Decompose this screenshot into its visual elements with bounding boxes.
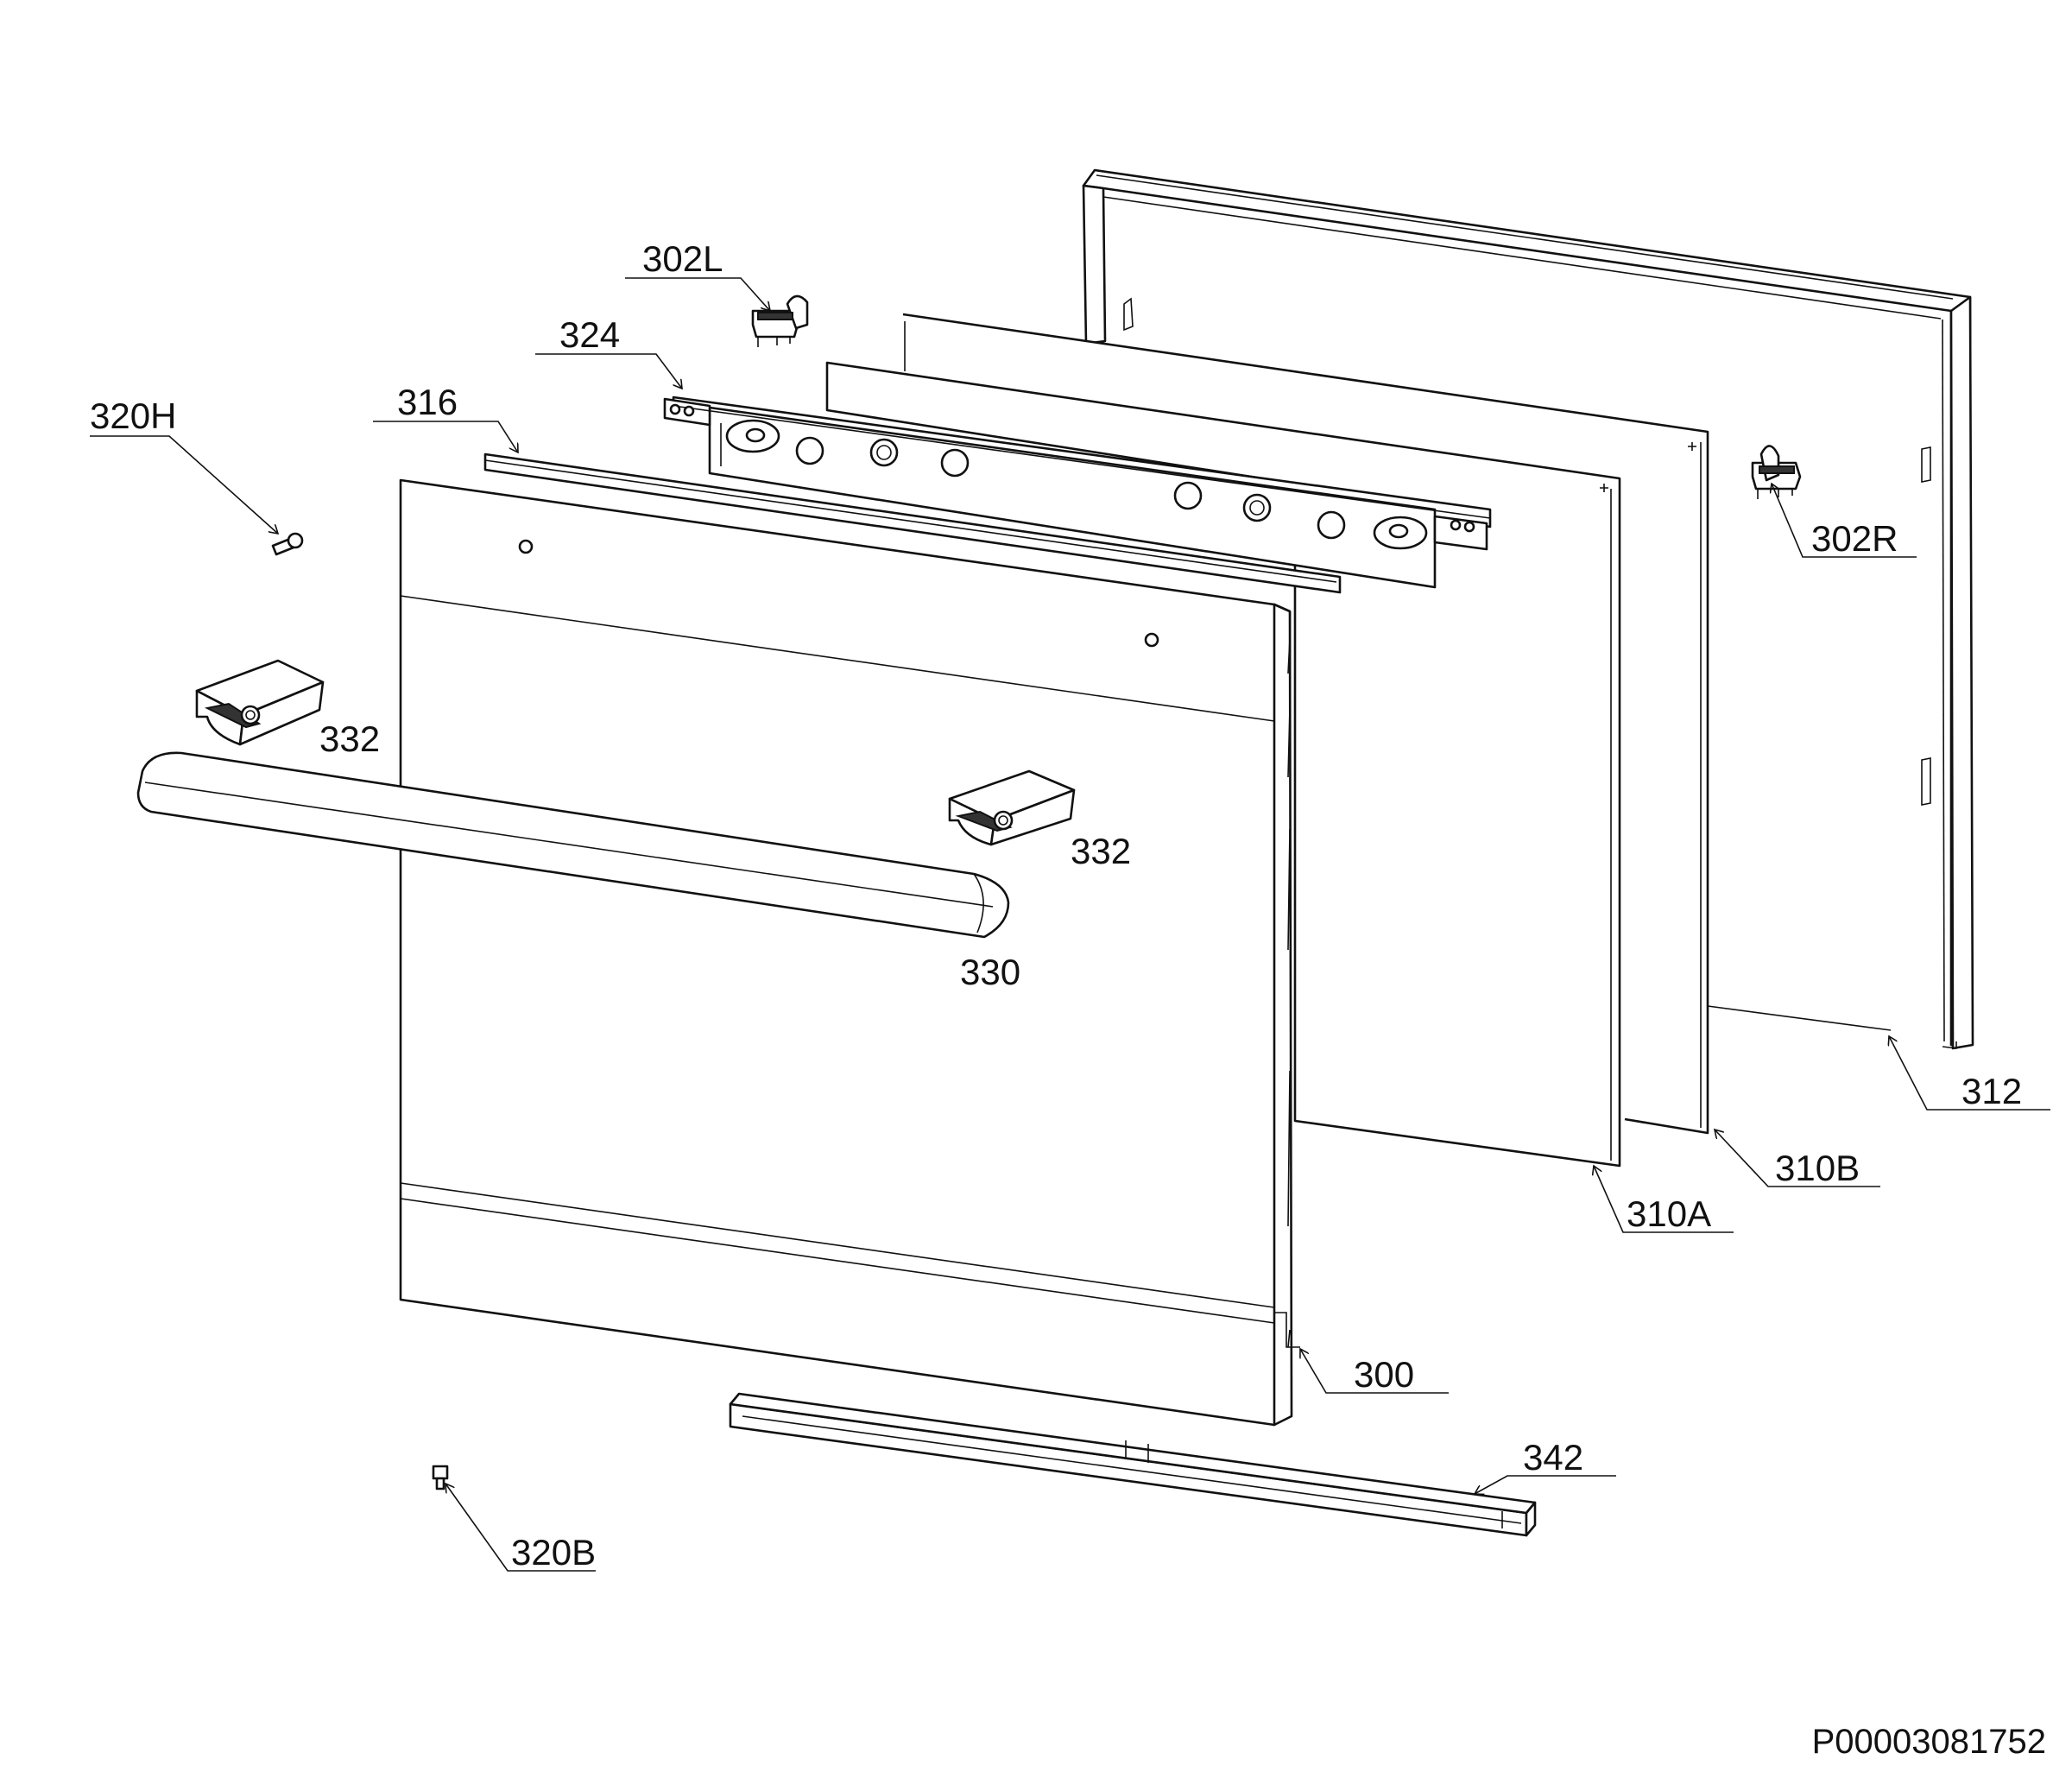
label-332-left: 332 xyxy=(319,718,380,759)
seal-strip-316 xyxy=(483,452,1342,594)
label-312: 312 xyxy=(1961,1071,2022,1111)
screw-320B xyxy=(432,1465,449,1490)
label-320H: 320H xyxy=(90,396,176,436)
label-310A: 310A xyxy=(1627,1193,1711,1234)
label-316: 316 xyxy=(397,382,458,422)
handle-bar-330 xyxy=(136,751,1010,939)
frame-312 xyxy=(1082,168,1974,1050)
hinge-302R xyxy=(1751,445,1802,499)
bracket-324 xyxy=(663,396,1492,589)
handle-support-332-right xyxy=(948,769,1076,846)
document-code: P00003081752 xyxy=(1812,1723,2046,1761)
label-302R: 302R xyxy=(1811,518,1898,559)
handle-support-332-left xyxy=(195,659,325,746)
label-310B: 310B xyxy=(1775,1148,1860,1188)
screw-320H xyxy=(271,532,304,556)
label-300: 300 xyxy=(1354,1354,1414,1395)
label-320B: 320B xyxy=(511,1532,596,1573)
leader-lines xyxy=(90,277,2050,1572)
label-342: 342 xyxy=(1523,1437,1583,1478)
label-324: 324 xyxy=(559,314,620,355)
label-330: 330 xyxy=(960,952,1020,992)
hinge-302L xyxy=(751,294,809,347)
outer-door-300 xyxy=(399,478,1300,1427)
label-302L: 302L xyxy=(642,238,723,279)
bottom-profile-342 xyxy=(729,1392,1537,1537)
part-labels: 320H 316 324 302L 302R 332 332 330 312 3… xyxy=(90,238,2022,1573)
label-332-right: 332 xyxy=(1071,831,1131,871)
